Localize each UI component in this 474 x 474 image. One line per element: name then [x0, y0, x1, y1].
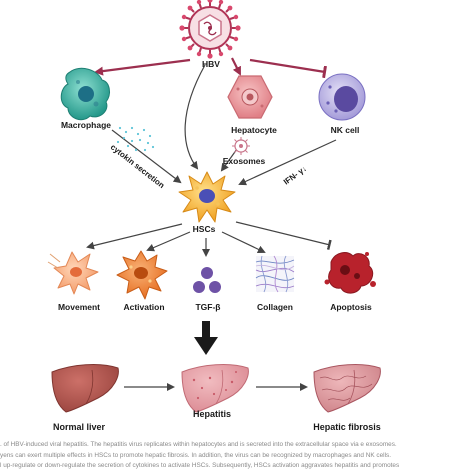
nk-cell-label: NK cell [331, 125, 360, 135]
hepatitis-label: Hepatitis [193, 409, 231, 419]
collagen-fibers-icon [255, 255, 295, 293]
hsc-to-activation-arrow [146, 231, 191, 252]
nk-cell-icon [318, 73, 366, 121]
macrophage-icon [60, 67, 110, 121]
ifn-gamma-label: IFN- γ↓ [282, 164, 309, 187]
normal-liver-icon [51, 364, 119, 413]
movement-label: Movement [58, 302, 100, 312]
exosomes-label: Exosomes [223, 156, 266, 166]
hbv-pathway-diagram: HBV Macrophage Hepatocyte NK cell Exosom… [47, 0, 381, 432]
hsc-inhibits-apoptosis-arrow [235, 221, 332, 250]
collagen-label: Collagen [257, 302, 293, 312]
hepatic-fibrosis-label: Hepatic fibrosis [313, 422, 381, 432]
hepatocyte-icon [227, 75, 273, 119]
normal-liver-label: Normal liver [53, 422, 106, 432]
virus-icon [179, 0, 241, 59]
hsc-to-collagen-arrow [221, 231, 266, 254]
macrophage-label: Macrophage [61, 120, 111, 130]
hbv-to-hsc-arrow [184, 64, 206, 170]
movement-cell-icon [47, 251, 99, 295]
fibrotic-liver-icon [313, 364, 381, 413]
hbv-to-hepatocyte-arrow [231, 57, 241, 76]
cytokine-dots [116, 126, 155, 152]
figure-caption: . of HBV-induced viral hepatitis. The he… [0, 440, 474, 472]
caption-line-2: yens can exert multiple effects in HSCs … [0, 451, 391, 459]
hepatitis-liver-icon [181, 364, 249, 413]
hbv-to-macrophage-arrow [94, 58, 191, 76]
hbv-inhibits-nk-arrow [249, 58, 327, 79]
activation-cell-icon [116, 250, 168, 300]
hbv-label: HBV [202, 59, 220, 69]
arrows-from-hsc [86, 221, 332, 257]
activation-label: Activation [123, 302, 164, 312]
caption-line-1: . of HBV-induced viral hepatitis. The he… [0, 441, 397, 448]
hepatocyte-label: Hepatocyte [231, 125, 277, 135]
apoptosis-cell-icon [324, 252, 376, 294]
down-arrow-icon [194, 321, 218, 355]
caption-line-3: l up-regulate or down-regulate the secre… [0, 462, 400, 469]
apoptosis-label: Apoptosis [330, 302, 372, 312]
hscs-label: HSCs [193, 224, 216, 234]
exosome-icon [232, 137, 250, 155]
hsc-icon [178, 171, 236, 223]
tgf-beta-icon [193, 267, 221, 293]
hsc-to-movement-arrow [86, 223, 183, 250]
nk-to-hsc-arrow [238, 139, 337, 186]
tgf-beta-label: TGF-β [195, 302, 220, 312]
